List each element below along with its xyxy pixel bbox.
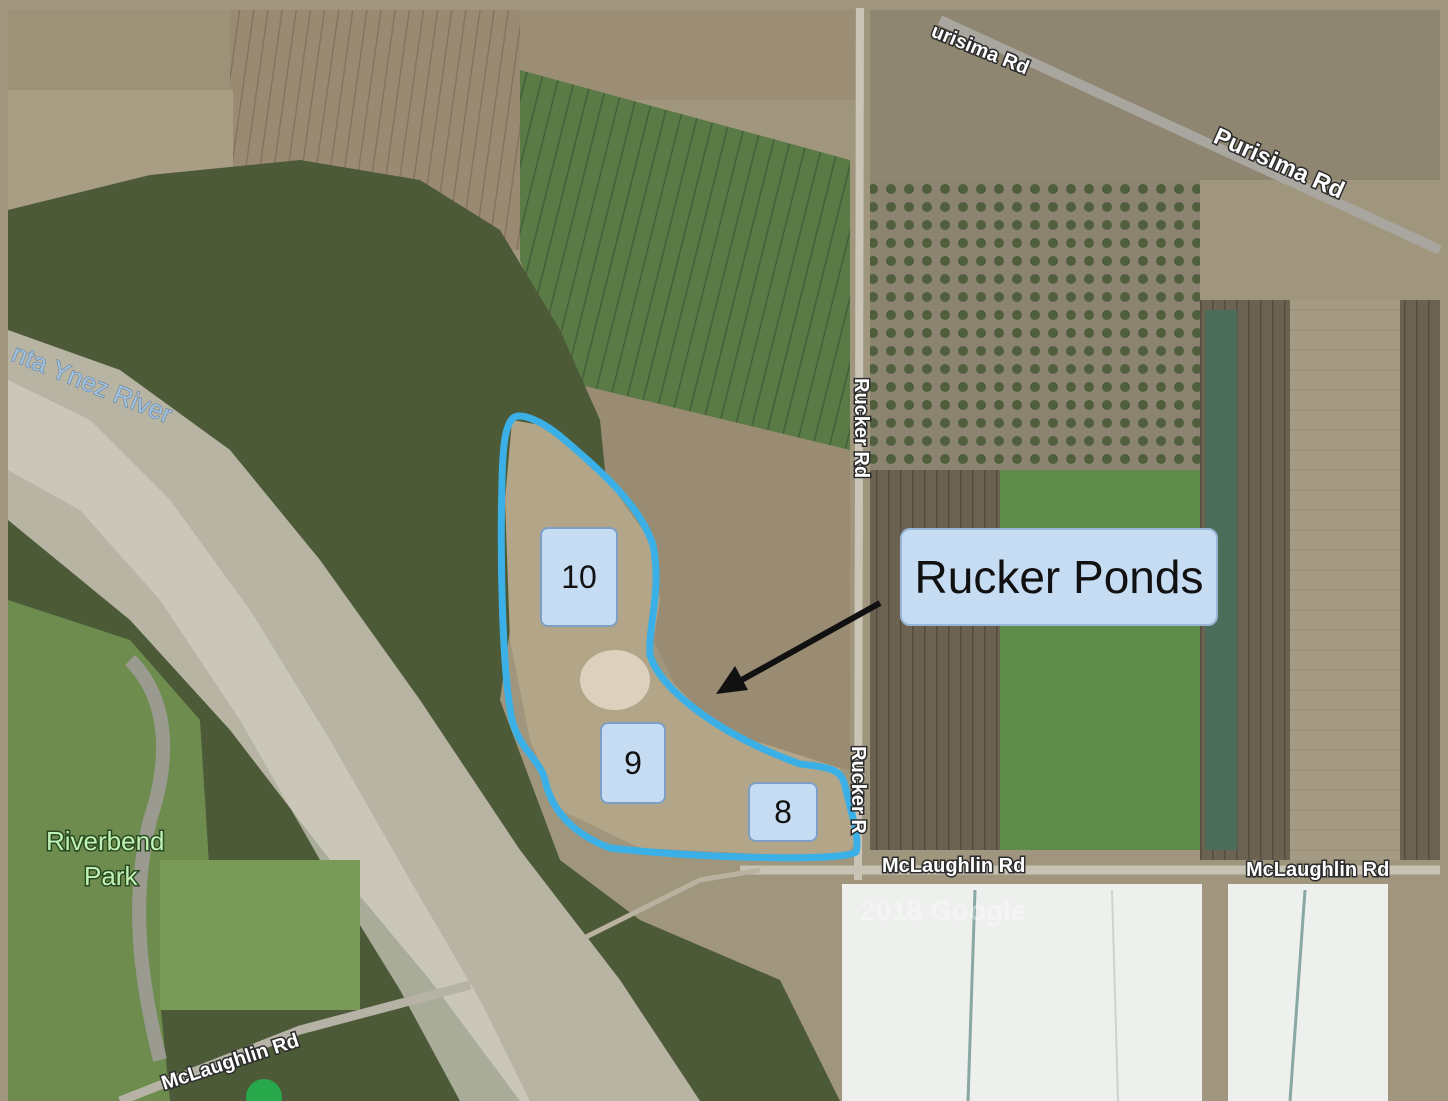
field-bare <box>560 380 850 770</box>
rucker-road <box>854 7 864 881</box>
callout-arrow-head <box>716 666 748 694</box>
greenhouse-divider <box>1111 889 1119 1101</box>
orchard-top-right <box>870 180 1200 470</box>
road-label-rucker-upper: Rucker Rd <box>850 378 872 478</box>
map-watermark: 2018 Google <box>860 895 1027 926</box>
park-road <box>124 655 171 1062</box>
field-right-green <box>1000 470 1200 850</box>
greenhouse-2 <box>1228 884 1388 1101</box>
greenhouse-divider <box>966 889 977 1101</box>
pond-site-outline <box>497 412 861 862</box>
road-label-mclaughlin-right: McLaughlin Rd <box>1246 859 1389 881</box>
field-right-brown <box>870 470 1000 850</box>
riverbank-sand <box>8 380 530 1101</box>
pond-9-label: 9 <box>600 722 666 804</box>
greenhouse-divider <box>1288 889 1307 1101</box>
rucker-ponds-callout: Rucker Ponds <box>900 528 1218 626</box>
sports-field <box>160 860 360 1010</box>
farmstead <box>870 10 1440 180</box>
dirt-track <box>558 867 761 953</box>
field-green-rows <box>520 70 850 460</box>
callout-arrow <box>736 600 882 685</box>
park-label-line1: Riverbend <box>46 826 165 856</box>
bare-patch <box>580 650 650 710</box>
road-label-mclaughlin-center: McLaughlin Rd <box>882 855 1025 877</box>
pond-8-label: 8 <box>748 782 818 842</box>
purisima-road <box>937 15 1443 255</box>
map-poi-icon[interactable] <box>246 1079 282 1101</box>
field-right-strip <box>1290 300 1400 860</box>
park-label-line2: Park <box>84 861 138 891</box>
mclaughlin-road-lower <box>118 980 472 1101</box>
field-top-center <box>520 10 855 100</box>
road-label-rucker-lower: Rucker R <box>847 746 869 834</box>
greenhouse-1 <box>842 884 1202 1101</box>
pond-10-label: 10 <box>540 527 618 627</box>
